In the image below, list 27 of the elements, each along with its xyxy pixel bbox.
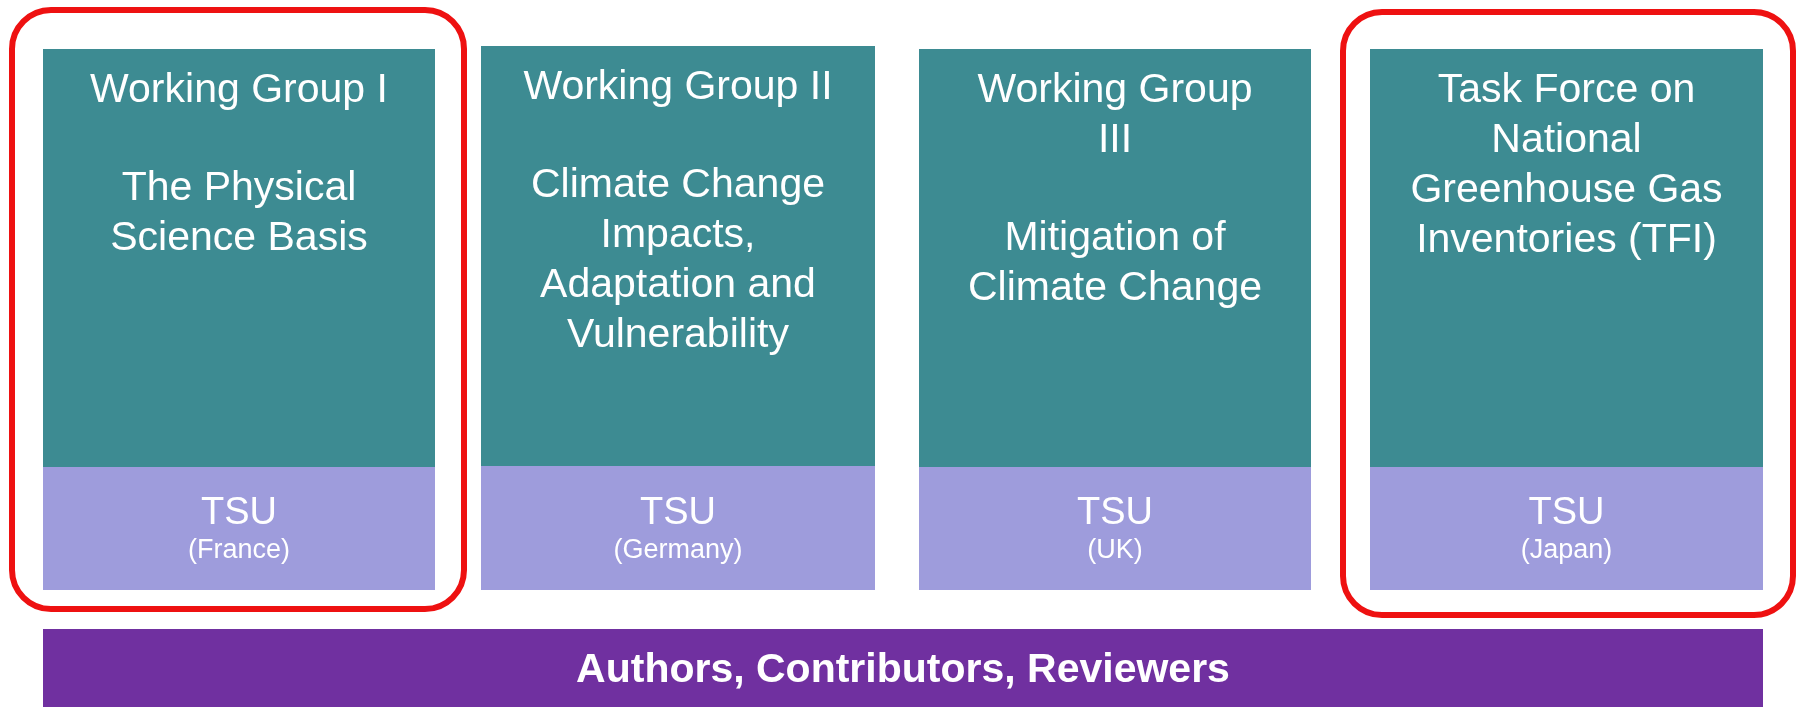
group-description: Mitigation of Climate Change bbox=[967, 212, 1263, 312]
highlight-outline bbox=[1340, 9, 1796, 618]
group-title: Working Group II bbox=[523, 61, 833, 110]
unit-label: TSU bbox=[201, 491, 277, 534]
unit-label: TSU bbox=[1528, 491, 1605, 534]
group-description: The Physical Science Basis bbox=[109, 162, 369, 262]
working-group-panel bbox=[43, 49, 435, 467]
banner bbox=[43, 629, 1763, 707]
country-label: (Japan) bbox=[1520, 533, 1613, 566]
working-group-panel bbox=[481, 46, 875, 466]
support-unit-panel bbox=[481, 466, 875, 590]
support-unit-panel bbox=[1370, 467, 1763, 590]
group-title: Working Group I bbox=[90, 64, 388, 113]
support-unit-panel bbox=[919, 467, 1311, 590]
unit-label: TSU bbox=[1077, 491, 1153, 534]
highlight-outline bbox=[9, 7, 467, 612]
group-title: Working Group III bbox=[976, 64, 1254, 163]
country-label: (France) bbox=[188, 533, 290, 566]
country-label: (Germany) bbox=[613, 532, 743, 566]
working-group-panel bbox=[1370, 49, 1763, 467]
country-label: (UK) bbox=[1087, 533, 1143, 566]
support-unit-panel bbox=[43, 467, 435, 590]
working-group-panel bbox=[919, 49, 1311, 467]
unit-label: TSU bbox=[640, 490, 716, 533]
banner-text: Authors, Contributors, Reviewers bbox=[576, 644, 1230, 692]
group-description: Climate Change Impacts, Adaptation and Vulnerability bbox=[530, 159, 826, 359]
group-title: Task Force on National Greenhouse Gas Inventories (TFI) bbox=[1409, 64, 1724, 264]
